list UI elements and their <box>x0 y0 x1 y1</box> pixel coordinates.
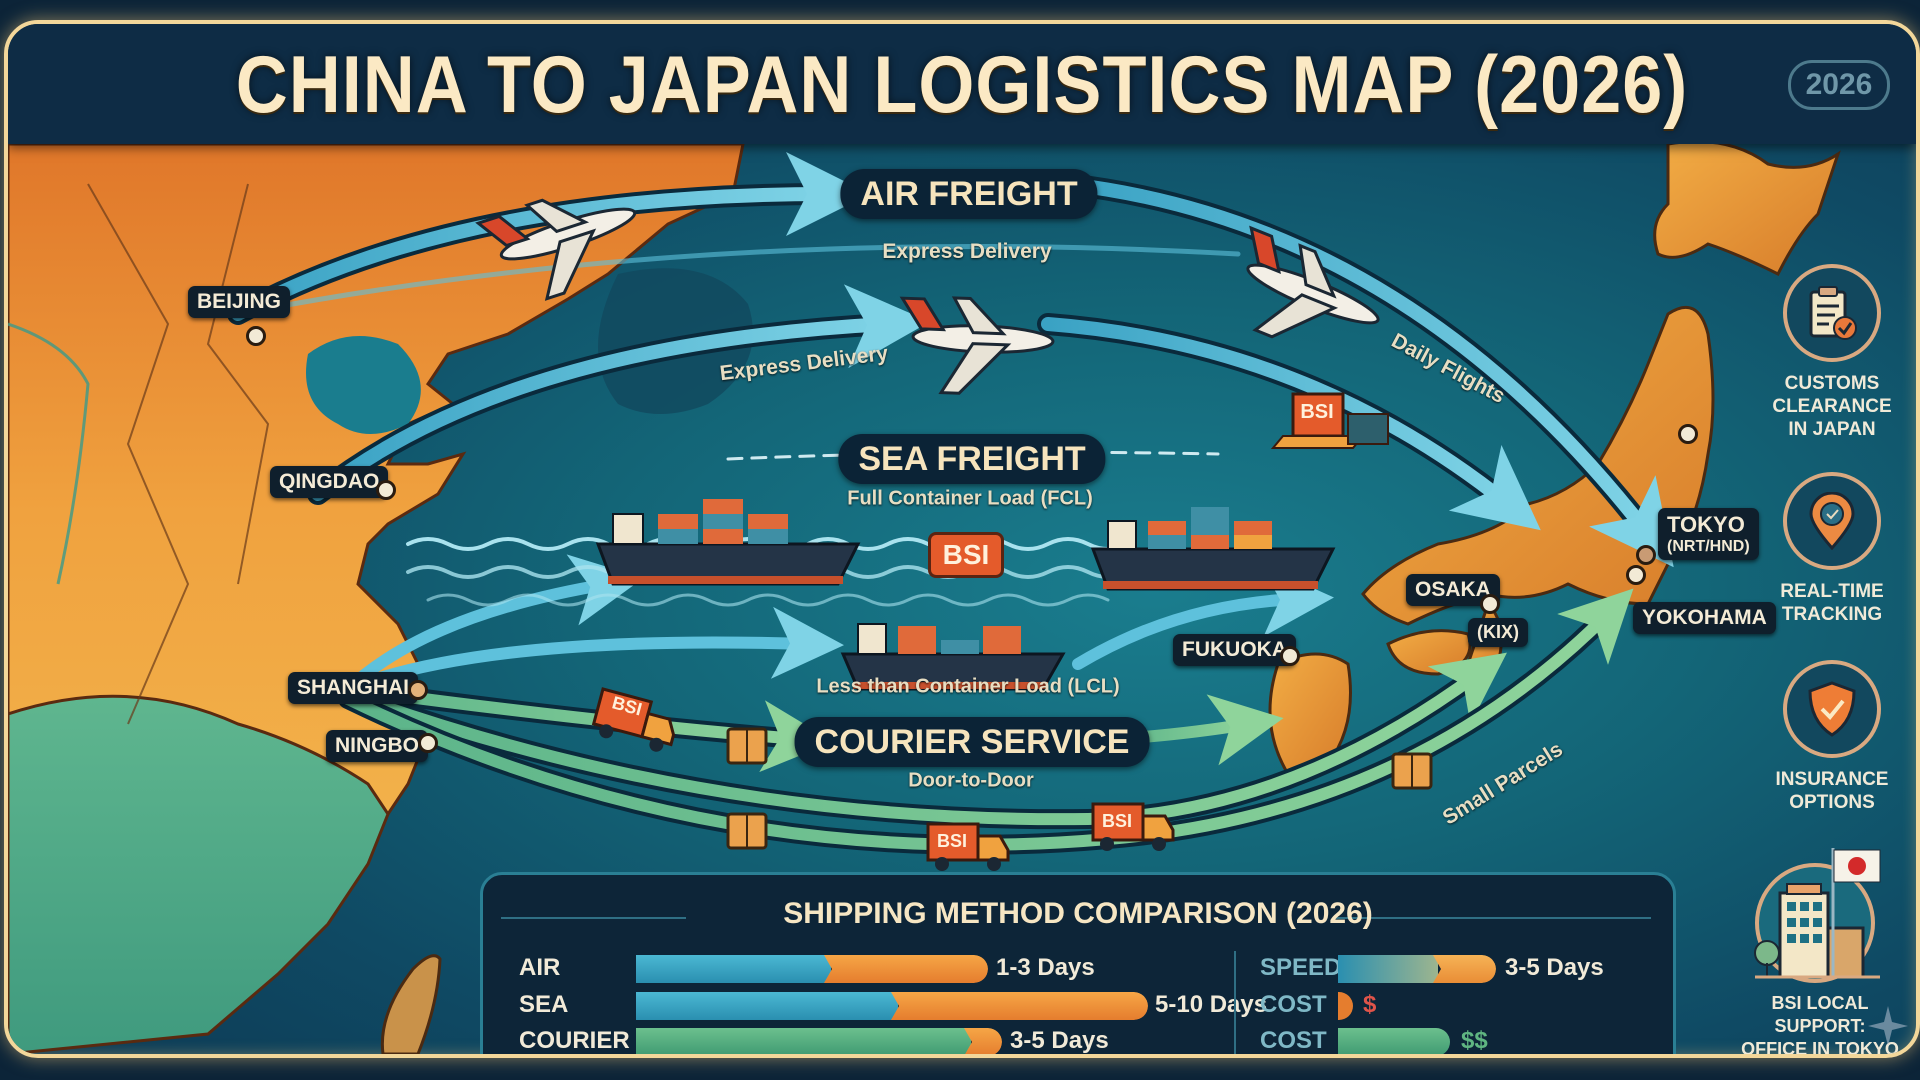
delivery-truck-icon <box>591 687 676 752</box>
city-marker-ningbo <box>418 733 438 753</box>
duration-sea: 5-10 Days <box>1155 991 1268 1018</box>
panel-divider <box>1234 951 1236 1054</box>
bar-sea <box>636 992 1148 1020</box>
delivery-truck-icon <box>1091 802 1175 851</box>
legend-label-cost-2: COST <box>1260 1027 1327 1054</box>
hokkaido-island <box>1653 140 1841 277</box>
city-tokyo-code: (NRT/HND) <box>1667 538 1750 555</box>
legend-label-cost-1: COST <box>1260 991 1327 1018</box>
cargo-ship-icon <box>1090 507 1336 591</box>
city-marker-qingdao <box>376 480 396 500</box>
city-marker-tokyo <box>1636 545 1656 565</box>
sea-note-fcl: Full Container Load (FCL) <box>847 487 1093 510</box>
city-tokyo-name: TOKYO <box>1667 512 1745 537</box>
city-shanghai: SHANGHAI <box>288 672 419 704</box>
sea-freight-label: SEA FREIGHT <box>838 434 1106 484</box>
legend-value-speed: 3-5 Days <box>1505 954 1604 981</box>
city-marker-beijing <box>246 326 266 346</box>
header-bar: CHINA TO JAPAN LOGISTICS MAP (2026) 2026 <box>8 24 1916 144</box>
cargo-ship-icon <box>840 623 1066 691</box>
bsi-badge-warehouse: BSI <box>1300 401 1334 423</box>
sidebar-item-customs: CUSTOMS CLEARANCE IN JAPAN <box>1757 264 1907 441</box>
sidebar-label-office-1: BSI LOCAL SUPPORT: <box>1771 993 1869 1036</box>
parcel-box-icon <box>726 812 768 850</box>
delivery-truck-icon <box>926 822 1010 871</box>
sidebar-item-local-office: BSI LOCAL SUPPORT: OFFICE IN TOKYO <box>1725 838 1915 1058</box>
city-yokohama: YOKOHAMA <box>1633 602 1776 634</box>
city-osaka-code: (KIX) <box>1468 618 1528 647</box>
bsi-badge-truck-2: BSI <box>936 831 967 851</box>
sidebar-label-tracking-2: TRACKING <box>1781 604 1883 625</box>
clipboard-check-icon <box>1783 264 1881 362</box>
air-freight-label: AIR FREIGHT <box>840 169 1098 219</box>
year-badge: 2026 <box>1788 60 1890 110</box>
bsi-badge-sea: BSI <box>928 532 1004 578</box>
legend-value-cost-1: $ <box>1363 991 1377 1018</box>
warehouse-icon <box>1270 392 1389 449</box>
taiwan-island <box>380 954 442 1054</box>
office-building-icon <box>1745 838 1895 988</box>
airplane-icon <box>1246 225 1380 339</box>
comparison-panel: SHIPPING METHOD COMPARISON (2026) AIR 1-… <box>480 872 1676 1054</box>
courier-note-door-to-door: Door-to-Door <box>908 769 1034 792</box>
city-fukuoka: FUKUOKA <box>1173 634 1296 666</box>
air-routes <box>227 152 1674 568</box>
parcel-box-icon <box>726 727 768 765</box>
city-marker-shanghai <box>408 680 428 700</box>
city-qingdao: QINGDAO <box>270 466 389 498</box>
sidebar-label-customs-2: CLEARANCE <box>1772 396 1892 417</box>
sidebar-label-insurance-1: INSURANCE <box>1775 769 1889 790</box>
legend-bar-cost-1 <box>1338 992 1353 1020</box>
city-marker-sendai <box>1678 424 1698 444</box>
location-pin-icon <box>1783 472 1881 570</box>
sidebar-label-tracking-1: REAL-TIME <box>1780 581 1884 602</box>
sidebar-label-customs-3: IN JAPAN <box>1788 419 1876 440</box>
legend-bar-cost-2 <box>1338 1028 1450 1054</box>
airplane-icon <box>899 296 1055 395</box>
sidebar-item-insurance: INSURANCE OPTIONS <box>1757 660 1907 814</box>
row-label-air: AIR <box>519 954 561 981</box>
bar-air <box>636 955 988 983</box>
sidebar-label-insurance-2: OPTIONS <box>1789 792 1875 813</box>
airplane-icon <box>475 198 637 301</box>
row-label-courier: COURIER <box>519 1027 630 1054</box>
sidebar-label-customs-1: CUSTOMS <box>1784 373 1880 394</box>
air-note-express-upper: Express Delivery <box>882 240 1052 263</box>
row-label-sea: SEA <box>519 991 569 1018</box>
city-tokyo: TOKYO (NRT/HND) <box>1658 508 1759 560</box>
city-marker-yokohama <box>1626 565 1646 585</box>
shield-check-icon <box>1783 660 1881 758</box>
city-marker-osaka <box>1480 594 1500 614</box>
courier-service-label: COURIER SERVICE <box>794 717 1150 767</box>
china-south-landmass <box>8 694 390 1054</box>
sidebar-item-tracking: REAL-TIME TRACKING <box>1757 472 1907 626</box>
cargo-ship-icon <box>595 499 861 586</box>
legend-value-cost-2: $$ <box>1461 1027 1488 1054</box>
city-ningbo: NINGBO <box>326 730 428 762</box>
panel-rule-right <box>1336 917 1651 919</box>
sea-note-lcl: Less than Container Load (LCL) <box>816 675 1120 698</box>
legend-label-speed: SPEED <box>1260 954 1342 981</box>
bsi-badge-truck-3: BSI <box>1101 811 1132 831</box>
bar-courier <box>636 1028 1002 1054</box>
page-title: CHINA TO JAPAN LOGISTICS MAP (2026) <box>235 40 1689 130</box>
legend-bar-speed <box>1338 955 1496 983</box>
duration-air: 1-3 Days <box>996 954 1095 981</box>
city-beijing: BEIJING <box>188 286 291 318</box>
duration-courier: 3-5 Days <box>1010 1027 1109 1054</box>
comparison-title: SHIPPING METHOD COMPARISON (2026) <box>783 897 1373 930</box>
city-marker-fukuoka <box>1280 646 1300 666</box>
map-frame: CHINA TO JAPAN LOGISTICS MAP (2026) 2026… <box>4 20 1920 1058</box>
sidebar-label-office-2: OFFICE IN TOKYO <box>1741 1039 1899 1058</box>
shikoku-island <box>1386 629 1472 676</box>
parcel-box-icon <box>1391 752 1433 790</box>
panel-rule-left <box>501 917 686 919</box>
